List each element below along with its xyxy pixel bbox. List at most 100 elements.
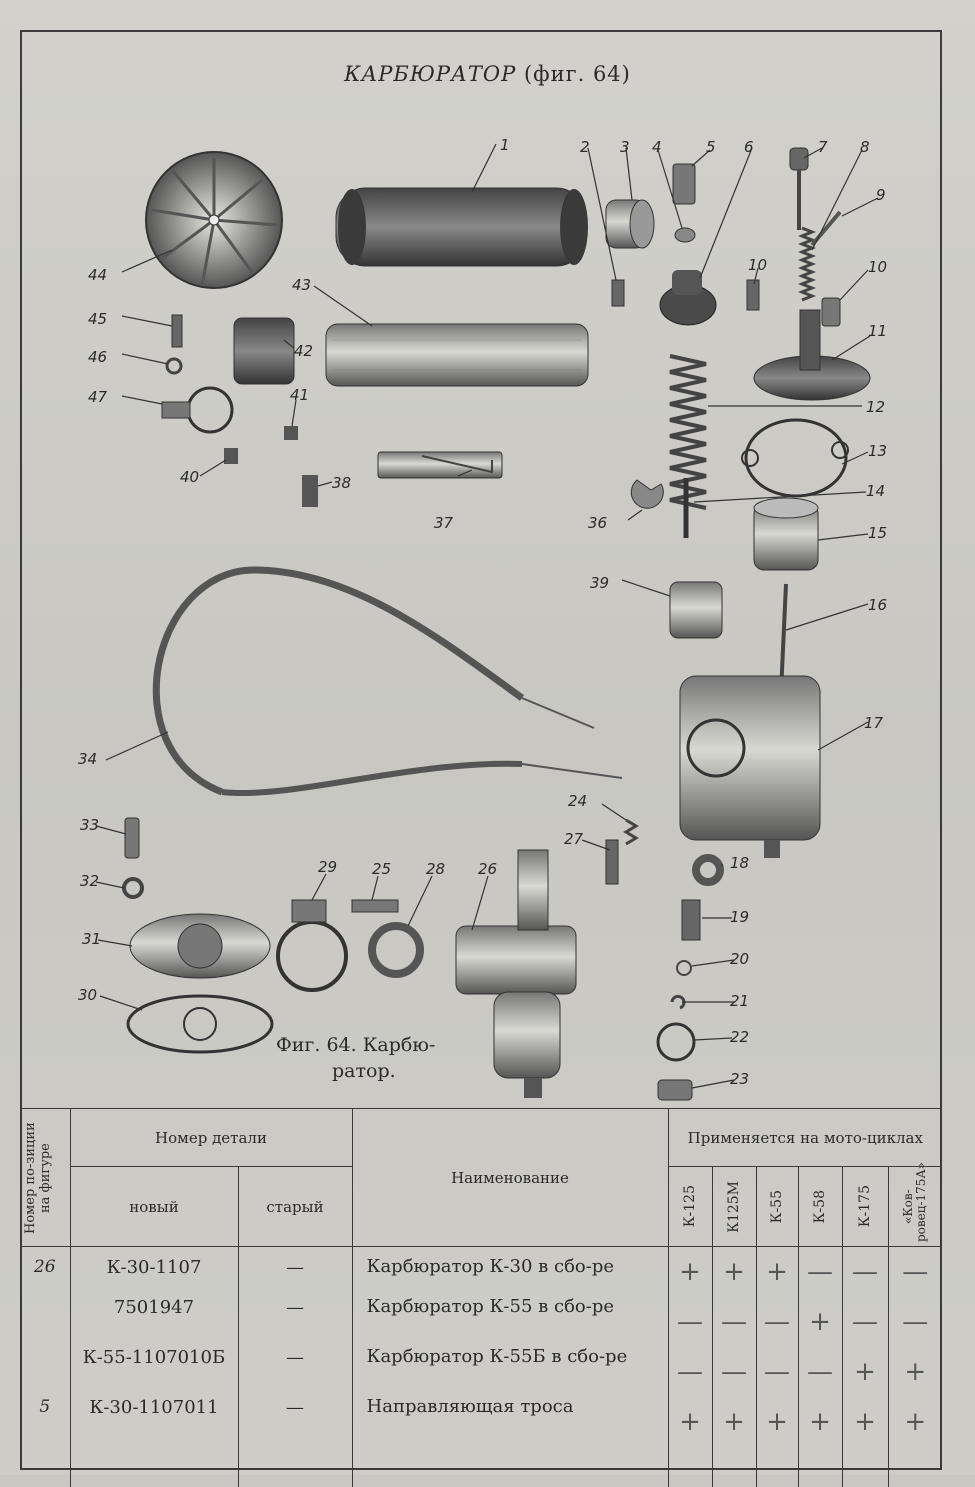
part-23-nut bbox=[657, 1079, 693, 1101]
part-15-float bbox=[753, 497, 819, 571]
label-46: 46 bbox=[88, 348, 107, 366]
cell-name: Карбюратор К-30 в сбо-ре bbox=[352, 1246, 669, 1297]
header-name: Наименование bbox=[352, 1108, 669, 1247]
label-16: 16 bbox=[868, 596, 887, 614]
label-3: 3 bbox=[620, 138, 630, 156]
label-18: 18 bbox=[730, 854, 749, 872]
cell-name: Направляющая троса bbox=[352, 1396, 669, 1447]
header-old: старый bbox=[238, 1166, 353, 1247]
header-model-2: К-55 bbox=[768, 1189, 785, 1224]
header-model-1: К125М bbox=[725, 1180, 742, 1233]
part-41-block bbox=[284, 426, 298, 440]
part-17-float-chamber bbox=[679, 675, 821, 858]
cell-mark: — bbox=[842, 1296, 889, 1347]
part-8-spring bbox=[797, 226, 817, 302]
label-17: 17 bbox=[864, 714, 884, 732]
part-28-ring bbox=[368, 922, 424, 978]
label-24: 24 bbox=[568, 792, 587, 810]
cell-mark: + bbox=[668, 1246, 713, 1297]
figure-caption: Фиг. 64. Карбю- ратор. bbox=[276, 1032, 496, 1084]
label-43: 43 bbox=[292, 276, 311, 294]
part-39-bushing bbox=[669, 581, 723, 639]
part-46-washer bbox=[165, 357, 183, 375]
table-spacer-row bbox=[20, 1446, 942, 1487]
part-44-air-filter-disc bbox=[145, 151, 283, 289]
label-6: 6 bbox=[744, 138, 754, 156]
header-position: Номер по-зиции на фигуре bbox=[22, 1121, 53, 1234]
label-32: 32 bbox=[80, 872, 99, 890]
part-11-float-cover bbox=[753, 309, 871, 401]
label-8: 8 bbox=[860, 138, 870, 156]
label-30: 30 bbox=[78, 986, 97, 1004]
label-9: 9 bbox=[876, 186, 886, 204]
part-38-block bbox=[302, 475, 318, 507]
cell-new: 7501947 bbox=[70, 1296, 239, 1347]
label-47: 47 bbox=[88, 388, 108, 406]
label-10b: 10 bbox=[868, 258, 887, 276]
caption-line1: Фиг. 64. Карбю- bbox=[276, 1034, 436, 1056]
cell-mark: + bbox=[756, 1246, 799, 1297]
label-2: 2 bbox=[580, 138, 590, 156]
part-45-screw bbox=[171, 314, 183, 348]
part-27-screw bbox=[605, 839, 619, 885]
part-26-carburetor bbox=[455, 849, 577, 1098]
cell-mark: — bbox=[798, 1346, 843, 1397]
label-21: 21 bbox=[730, 992, 749, 1010]
cell-new: К-30-1107 bbox=[70, 1246, 239, 1297]
cell-mark: + bbox=[798, 1396, 843, 1447]
part-number-labels: 1 2 3 4 5 6 7 8 9 10 10 11 12 13 14 15 1… bbox=[78, 136, 887, 1088]
cell-pos bbox=[20, 1346, 71, 1397]
cell-new: К-30-1107011 bbox=[70, 1396, 239, 1447]
part-12-spring bbox=[669, 354, 707, 510]
cell-mark: — bbox=[712, 1296, 757, 1347]
label-11: 11 bbox=[868, 322, 887, 340]
part-4-nut bbox=[674, 227, 696, 243]
cell-mark: + bbox=[756, 1396, 799, 1447]
part-2-screw bbox=[611, 279, 625, 307]
label-27: 27 bbox=[564, 830, 584, 848]
cell-pos: 26 bbox=[20, 1246, 71, 1297]
part-22-ring bbox=[656, 1022, 696, 1062]
label-41: 41 bbox=[290, 386, 309, 404]
cell-name: Карбюратор К-55 в сбо-ре bbox=[352, 1296, 669, 1347]
header-model-3: К-58 bbox=[811, 1189, 828, 1224]
cell-mark: + bbox=[904, 1406, 927, 1437]
label-7: 7 bbox=[818, 138, 828, 156]
label-25: 25 bbox=[372, 860, 391, 878]
label-20: 20 bbox=[730, 950, 749, 968]
title-fig: (фиг. 64) bbox=[523, 62, 631, 86]
header-model-4: К-175 bbox=[856, 1185, 873, 1228]
cell-mark: + bbox=[712, 1396, 757, 1447]
label-37: 37 bbox=[434, 514, 454, 532]
cell-mark: — bbox=[798, 1246, 843, 1297]
cell-mark: + bbox=[798, 1296, 843, 1347]
part-34-cable bbox=[152, 566, 623, 797]
part-33-bolt bbox=[124, 817, 140, 859]
label-45: 45 bbox=[88, 310, 107, 328]
cell-pos: 5 bbox=[20, 1396, 71, 1447]
part-37-slide bbox=[377, 451, 503, 479]
part-10-screw-a bbox=[746, 279, 760, 311]
title-main: КАРБЮРАТОР bbox=[344, 62, 517, 86]
part-20-ring bbox=[676, 960, 692, 976]
cell-mark: — bbox=[756, 1296, 799, 1347]
part-31-flange bbox=[129, 913, 271, 979]
part-3-cap bbox=[605, 199, 655, 249]
cell-mark: — bbox=[756, 1346, 799, 1397]
cell-mark: + bbox=[842, 1346, 889, 1397]
header-model-5: «Ков-ровец-175А» bbox=[901, 1161, 929, 1242]
label-23: 23 bbox=[730, 1070, 749, 1088]
table-row: 26 К-30-1107 — Карбюратор К-30 в сбо-ре … bbox=[20, 1246, 942, 1297]
cell-mark: + bbox=[668, 1396, 713, 1447]
label-40: 40 bbox=[180, 468, 199, 486]
cell-mark: — bbox=[668, 1296, 713, 1347]
cell-mark: — bbox=[668, 1346, 713, 1397]
label-42: 42 bbox=[294, 342, 313, 360]
caption-line2: ратор. bbox=[332, 1060, 396, 1082]
part-43-throttle-tube bbox=[325, 323, 589, 387]
cell-mark: + bbox=[904, 1356, 927, 1387]
part-18-washer bbox=[692, 854, 724, 886]
cell-mark: + bbox=[712, 1246, 757, 1297]
part-29-clamp bbox=[276, 899, 348, 992]
